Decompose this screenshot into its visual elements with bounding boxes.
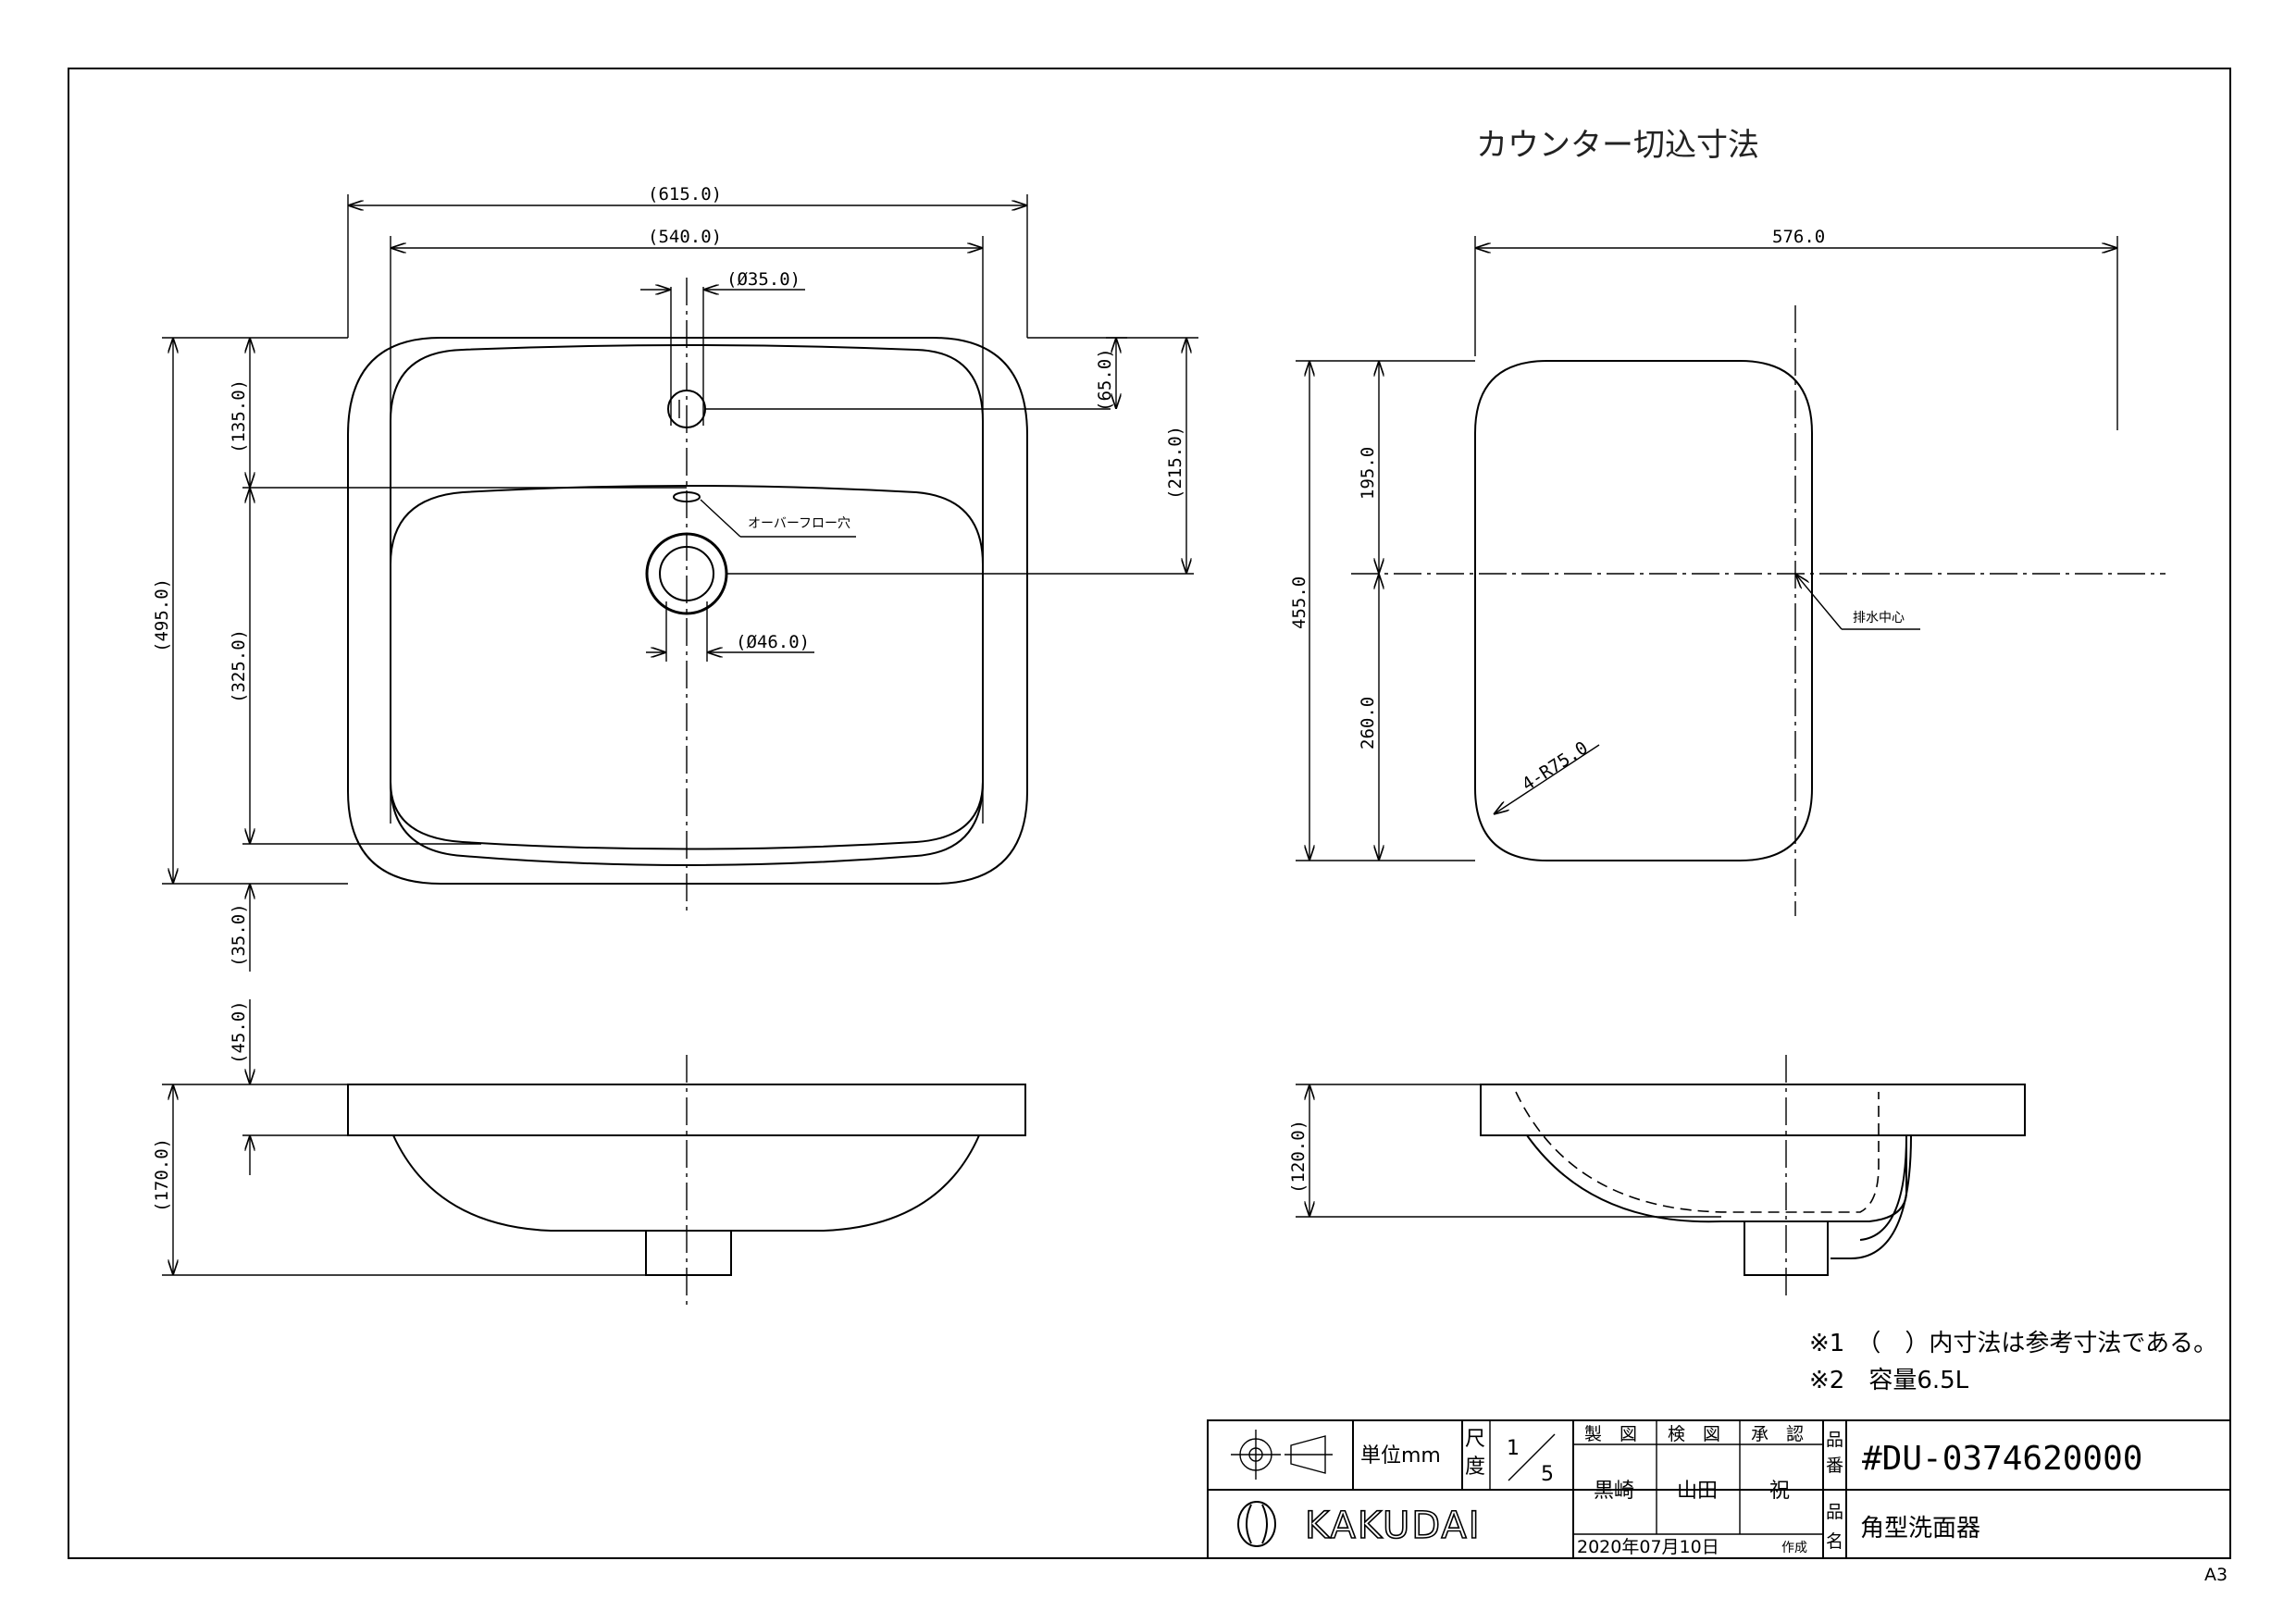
section-rim <box>1480 1084 2026 1136</box>
dim-faucet-offset: (65.0) <box>1095 348 1115 412</box>
dim-drain: (Ø46.0) <box>736 632 810 652</box>
cutout-dim-height: 455.0 <box>1289 576 1309 629</box>
title-block: 単位mm 尺 度 1 5 製 図 検 図 承 認 黒崎 山田 祝 品 番 品 名… <box>1207 1419 2231 1559</box>
made-label: 製 図 <box>1584 1424 1637 1444</box>
part-name-label-2: 名 <box>1826 1531 1843 1552</box>
scale-label-2: 度 <box>1465 1456 1485 1479</box>
dim-lower: (325.0) <box>229 629 249 703</box>
dim-width-inner: (540.0) <box>648 227 722 247</box>
third-angle-projection-icon <box>1231 1430 1333 1480</box>
date-text: 2020年07月10日 <box>1577 1537 1719 1557</box>
part-no-label-2: 番 <box>1826 1456 1843 1476</box>
part-name: 角型洗面器 <box>1860 1515 1980 1542</box>
part-name-label-1: 品 <box>1826 1502 1843 1522</box>
side-drain <box>645 1231 732 1276</box>
company-name: KAKUDAI <box>1305 1505 1482 1547</box>
part-no-label-1: 品 <box>1826 1430 1843 1450</box>
kakudai-logo-icon <box>1237 1501 1276 1547</box>
check-name: 山田 <box>1677 1480 1718 1503</box>
side-rim <box>347 1084 1026 1136</box>
cutout-dim-lower: 260.0 <box>1358 697 1378 750</box>
note-1: ※1 （ ）内寸法は参考寸法である。 <box>1809 1330 2217 1357</box>
dim-rim-bottom: (35.0) <box>229 903 249 967</box>
scale-numerator: 1 <box>1507 1437 1520 1460</box>
section-trap <box>1831 1134 1913 1259</box>
cutout-dim-upper: 195.0 <box>1358 447 1378 500</box>
note-2: ※2 容量6.5L <box>1809 1367 1969 1394</box>
cutout-outline <box>1474 360 1813 861</box>
dim-drain-offset: (215.0) <box>1165 426 1185 500</box>
cutout-dim-width: 576.0 <box>1772 227 1825 247</box>
drain-center-label: 排水中心 <box>1853 611 1905 626</box>
dim-depth-total: (495.0) <box>152 578 172 652</box>
side-dim-rim: (45.0) <box>229 1000 249 1064</box>
created-label: 作成 <box>1781 1541 1807 1555</box>
scale-label-1: 尺 <box>1465 1428 1485 1451</box>
section-dim-height: (120.0) <box>1288 1120 1309 1194</box>
dim-upper: (135.0) <box>229 379 249 453</box>
basin-rim-inner <box>390 344 984 866</box>
top-view <box>347 278 1194 916</box>
side-dim-height: (170.0) <box>152 1138 172 1212</box>
unit-label: 単位mm <box>1360 1444 1441 1468</box>
check-label: 検 図 <box>1668 1424 1720 1444</box>
approve-name: 祝 <box>1769 1480 1790 1503</box>
sheet-border <box>68 68 2231 1559</box>
approve-label: 承 認 <box>1751 1424 1804 1444</box>
top-view-dimensions: (615.0) (540.0) (Ø35.0) (65.0) (215.0) (… <box>152 184 1198 972</box>
made-name: 黒崎 <box>1594 1480 1634 1503</box>
cutout-dim-radius: 4-R75.0 <box>1519 737 1592 795</box>
section-bowl <box>1526 1134 1907 1223</box>
scale-denominator: 5 <box>1541 1463 1554 1486</box>
dim-width-outer: (615.0) <box>648 184 722 204</box>
side-view: (170.0) (45.0) <box>152 999 1026 1305</box>
basin-outer-outline <box>347 337 1028 885</box>
cutout-title: カウンター切込寸法 <box>1476 127 1759 164</box>
cutout-view: 576.0 455.0 195.0 260.0 4-R75.0 排水中心 <box>1289 227 2166 916</box>
dim-faucet-hole: (Ø35.0) <box>726 269 800 290</box>
section-hidden-bowl <box>1515 1091 1880 1213</box>
bowl-outline <box>390 485 984 850</box>
sheet-size: A3 <box>2204 1565 2228 1585</box>
part-number: #DU-0374620000 <box>1862 1440 2142 1478</box>
section-view: (120.0) <box>1288 1055 2026 1295</box>
overflow-label: オーバーフロー穴 <box>748 516 850 531</box>
